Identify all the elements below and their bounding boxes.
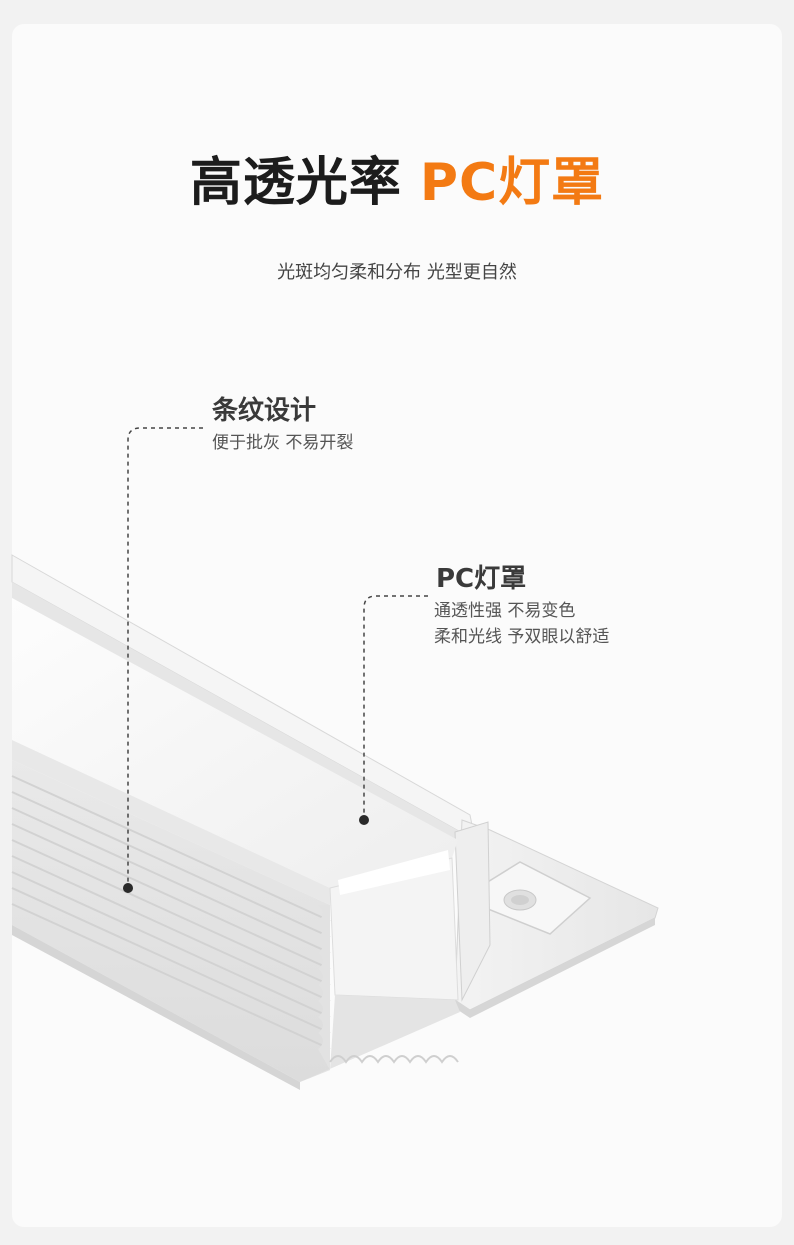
callout-title-stripe-design: 条纹设计 bbox=[212, 396, 317, 426]
callout-leader-right bbox=[359, 595, 428, 825]
pc-diffuser bbox=[12, 598, 459, 1001]
ribbed-body bbox=[11, 760, 460, 1090]
page-subtitle: 光斑均匀柔和分布 光型更自然 bbox=[277, 262, 517, 283]
page-title: 高透光率 PC灯罩 bbox=[0, 140, 794, 215]
title-accent: PC灯罩 bbox=[419, 153, 605, 213]
mounting-flange bbox=[454, 819, 659, 1018]
callout-text-pc-cover-line1: 通透性强 不易变色 bbox=[434, 601, 576, 621]
callout-text-pc-cover-line2: 柔和光线 予双眼以舒适 bbox=[434, 627, 610, 647]
callout-text-stripe-design: 便于批灰 不易开裂 bbox=[212, 433, 354, 453]
callout-title-pc-cover: PC灯罩 bbox=[436, 564, 527, 594]
title-main: 高透光率 bbox=[189, 153, 402, 213]
callout-leader-left bbox=[123, 427, 203, 893]
